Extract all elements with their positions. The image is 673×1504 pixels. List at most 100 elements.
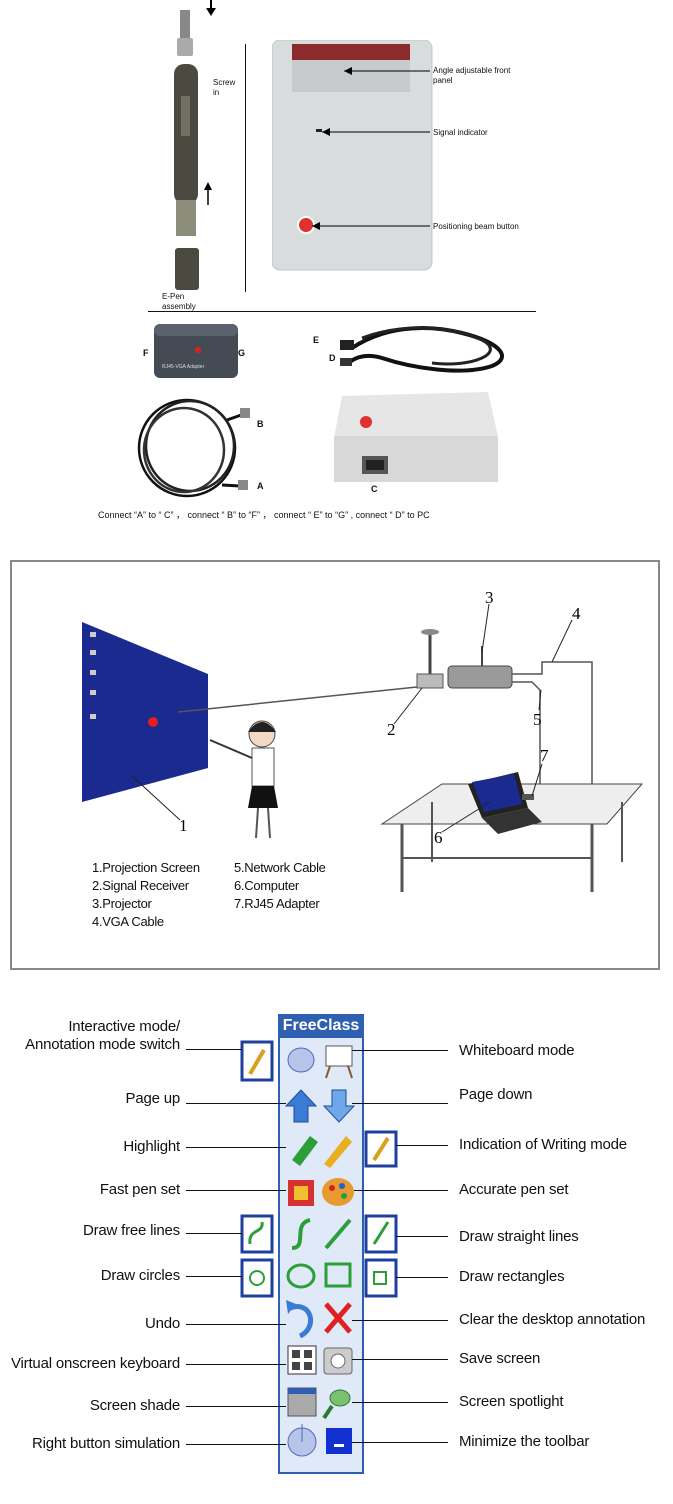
- diagram-number-2: 2: [387, 720, 396, 739]
- callout-line: [352, 1442, 448, 1443]
- callout-line: [186, 1406, 286, 1407]
- letter-f: F: [143, 348, 149, 358]
- angle-panel-callout: Angle adjustable front panel: [433, 66, 511, 85]
- legend-item: 4.VGA Cable: [92, 914, 164, 929]
- letter-c: C: [371, 484, 378, 494]
- callout-line: [186, 1444, 286, 1445]
- callout-line: [352, 1320, 448, 1321]
- label-screen-shade: Screen shade: [89, 1397, 180, 1414]
- callout-line: [186, 1103, 286, 1104]
- callout-line: [352, 1103, 448, 1104]
- legend-item: 6.Computer: [234, 878, 299, 893]
- callout-line: [186, 1049, 242, 1050]
- free-line-icon[interactable]: [291, 1218, 311, 1250]
- callout-line: [186, 1190, 286, 1191]
- signal-indicator-callout: Signal indicator: [433, 128, 488, 137]
- diagram-number-3: 3: [485, 588, 494, 607]
- letter-d: D: [329, 353, 336, 363]
- legend-item: 5.Network Cable: [234, 860, 326, 875]
- rj45-adapter-photo: [154, 324, 238, 378]
- epen-illustration: [174, 0, 216, 290]
- legend-item: 1.Projection Screen: [92, 860, 200, 875]
- label-undo: Undo: [144, 1315, 180, 1332]
- callout-line: [186, 1147, 286, 1148]
- letter-e: E: [313, 335, 320, 345]
- keyboard-icon[interactable]: [287, 1345, 317, 1375]
- letter-a: A: [257, 481, 264, 491]
- callout-line: [352, 1050, 448, 1051]
- callout-line: [186, 1276, 242, 1277]
- label-draw-free-lines: Draw free lines: [82, 1222, 180, 1239]
- diagram-number-6: 6: [434, 828, 443, 847]
- label-highlight: Highlight: [123, 1138, 180, 1155]
- fast-pen-icon[interactable]: [288, 1180, 314, 1206]
- label-fast-pen-set: Fast pen set: [99, 1181, 180, 1198]
- legend-item: 2.Signal Receiver: [92, 878, 189, 893]
- label-writing-mode: Indication of Writing mode: [459, 1136, 627, 1153]
- label-accurate-pen-set: Accurate pen set: [459, 1181, 569, 1198]
- label-draw-circles: Draw circles: [100, 1267, 180, 1284]
- free-lines-indicator-icon: [240, 1214, 274, 1254]
- camera-icon[interactable]: [323, 1347, 353, 1375]
- minimize-icon[interactable]: [326, 1428, 352, 1454]
- circles-indicator-icon: [240, 1258, 274, 1298]
- palette-icon[interactable]: [322, 1178, 354, 1206]
- legend-item: 7.RJ45 Adapter: [234, 896, 320, 911]
- toolbar-icons: [240, 1040, 398, 1457]
- callout-line: [396, 1277, 448, 1278]
- arrow-up-icon[interactable]: [284, 1089, 318, 1123]
- clear-x-icon[interactable]: [324, 1302, 352, 1334]
- pencil-mouse-icon[interactable]: [240, 1040, 274, 1082]
- label-right-button: Right button simulation: [32, 1435, 180, 1452]
- diagram-number-5: 5: [533, 710, 542, 729]
- callout-line: [396, 1145, 448, 1146]
- label-draw-rectangles: Draw rectangles: [459, 1268, 565, 1285]
- signal-receiver-photo: [272, 40, 433, 271]
- vga-cable-photo: [340, 326, 504, 373]
- straight-line-icon[interactable]: [324, 1218, 352, 1250]
- diagram-number-7: 7: [540, 746, 549, 765]
- highlighter-icon[interactable]: [292, 1136, 318, 1166]
- label-whiteboard-mode: Whiteboard mode: [459, 1042, 575, 1059]
- writing-mode-icon: [364, 1130, 398, 1168]
- diagram-number-1: 1: [179, 816, 188, 835]
- callout-line: [186, 1233, 242, 1234]
- diagram-number-4: 4: [572, 604, 581, 623]
- label-save-screen: Save screen: [459, 1350, 541, 1367]
- epen-assembly-label: E-Pen assembly: [162, 292, 196, 311]
- label-clear-annotation: Clear the desktop annotation: [459, 1311, 646, 1328]
- screw-in-label: Screw in: [213, 78, 236, 97]
- whiteboard-easel-icon[interactable]: [325, 1045, 353, 1079]
- legend-column-2: 5.Network Cable 6.Computer 7.RJ45 Adapte…: [234, 859, 326, 913]
- legend-item: 3.Projector: [92, 896, 152, 911]
- undo-icon[interactable]: [286, 1300, 313, 1339]
- screen-shade-icon[interactable]: [287, 1387, 317, 1417]
- label-minimize-toolbar: Minimize the toolbar: [459, 1433, 590, 1450]
- installation-diagram-frame: 1 2 3 4 5 6 7 1.Projection Screen 2.Sign…: [10, 560, 660, 970]
- label-page-down: Page down: [459, 1086, 533, 1103]
- label-draw-straight-lines: Draw straight lines: [459, 1228, 579, 1245]
- mouse-right-icon[interactable]: [287, 1424, 317, 1457]
- circle-icon[interactable]: [286, 1263, 316, 1289]
- network-cable-photo: [137, 398, 250, 498]
- spotlight-icon[interactable]: [322, 1389, 351, 1420]
- letter-g: G: [238, 348, 246, 358]
- callout-line: [396, 1236, 448, 1237]
- toolbar-title: FreeClass: [278, 1014, 364, 1038]
- receiver-box-photo: [334, 392, 498, 482]
- receiver-callout-arrows: [312, 67, 430, 230]
- legend-column-1: 1.Projection Screen 2.Signal Receiver 3.…: [92, 859, 200, 931]
- rectangles-indicator-icon: [364, 1258, 398, 1298]
- callout-line: [186, 1324, 286, 1325]
- label-page-up: Page up: [125, 1090, 181, 1107]
- label-mode-switch: Interactive mode/ Annotation mode switch: [25, 1018, 180, 1053]
- installation-diagram: [82, 603, 644, 892]
- rectangle-icon[interactable]: [324, 1262, 352, 1288]
- arrow-down-icon[interactable]: [322, 1089, 356, 1123]
- connect-instructions: Connect “A” to “ C” ， connect “ B” to “F…: [98, 510, 430, 520]
- pencil-icon[interactable]: [324, 1136, 352, 1168]
- label-screen-spotlight: Screen spotlight: [459, 1393, 564, 1410]
- mouse-icon[interactable]: [287, 1047, 315, 1073]
- adapter-text: RJ45-VGA Adapter: [162, 364, 205, 370]
- label-virtual-keyboard: Virtual onscreen keyboard: [11, 1355, 180, 1372]
